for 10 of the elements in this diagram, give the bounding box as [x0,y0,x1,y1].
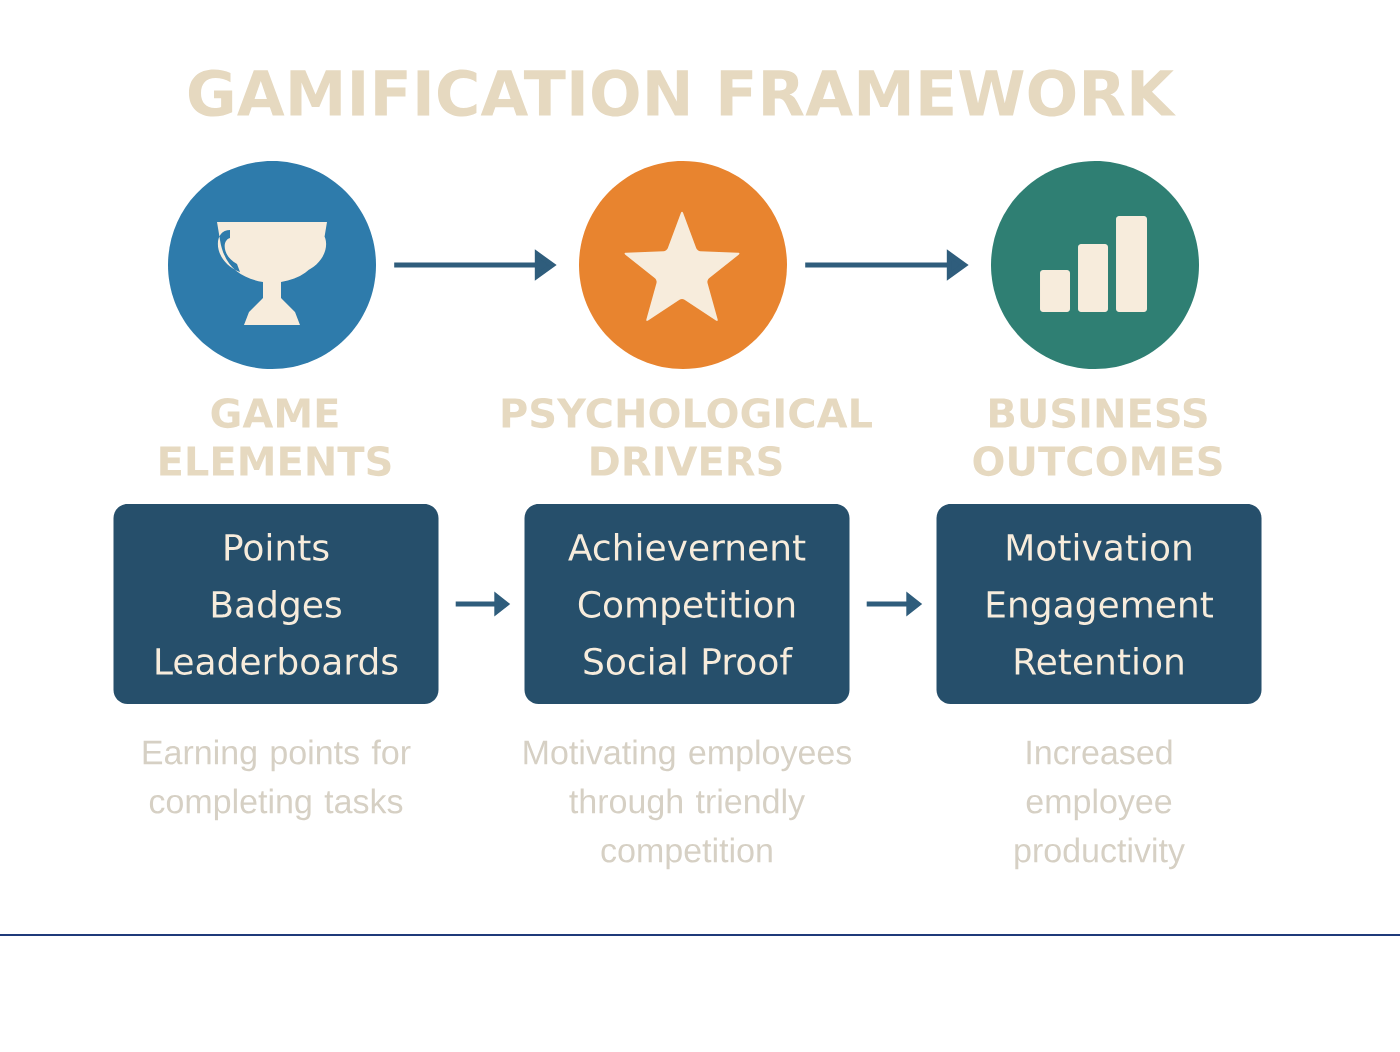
description: Earning points for completing tasks [143,739,411,821]
text-box: Motivation Engagement Retention [936,504,1262,704]
text-box: Achievernent Competition Social Proof [524,504,850,704]
heading: PSYCHOLOGICAL DRIVERS [502,397,872,477]
heading: GAME ELEMENTS [160,397,391,477]
title: GAMIFICATION FRAMEWORK [188,69,1176,117]
heading: BUSINESS OUTCOMES [973,397,1222,477]
text-box: Points Badges Leaderboards [113,504,439,704]
description: Motivating employees through triendly competition [524,739,852,870]
description: Increased employee productivity [1015,739,1185,870]
